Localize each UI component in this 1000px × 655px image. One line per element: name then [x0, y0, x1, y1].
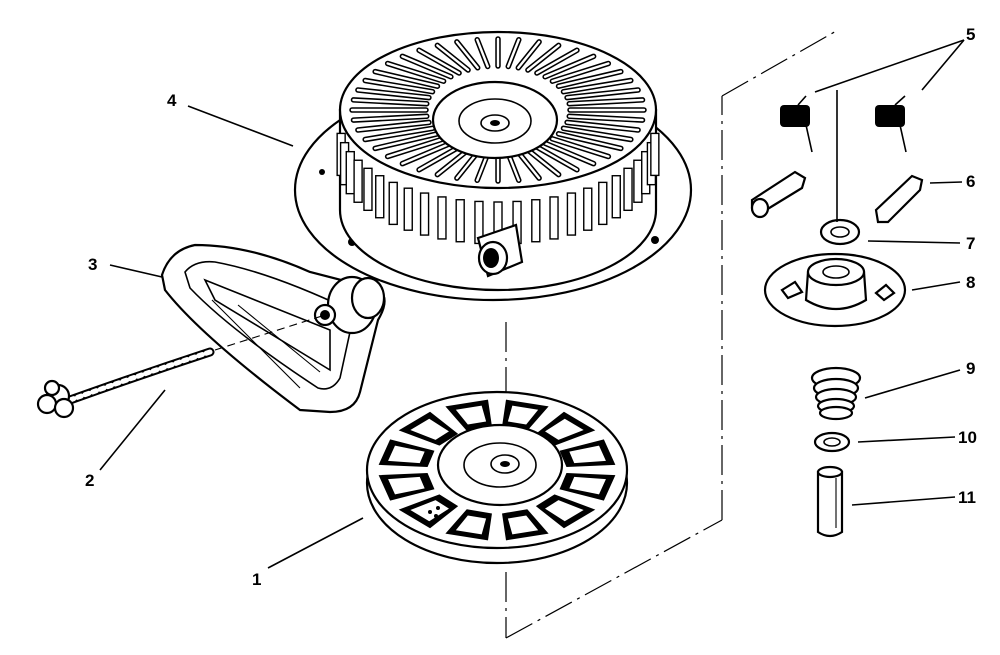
callout-9: 9	[966, 359, 975, 378]
washer-lower	[813, 431, 851, 453]
brake-spring	[810, 366, 862, 421]
spring-left	[780, 95, 813, 153]
callout-6: 6	[966, 172, 975, 191]
leader-lines	[99, 39, 965, 569]
callout-2: 2	[85, 471, 94, 490]
pulley-spokes	[378, 399, 616, 541]
starter-pawls	[750, 170, 924, 224]
callout-7: 7	[966, 234, 975, 253]
callout-4: 4	[167, 91, 177, 110]
starter-housing	[293, 30, 693, 302]
starter-handle	[160, 243, 386, 414]
callout-labels: 1 2 3 4 5 6 7 8 9 10 11	[85, 25, 977, 589]
callout-1: 1	[252, 570, 261, 589]
callout-11: 11	[958, 488, 976, 507]
housing-side-vents	[336, 132, 660, 245]
pawl-springs	[780, 95, 907, 153]
callout-3: 3	[88, 255, 97, 274]
center-pin	[816, 465, 844, 538]
starter-rope	[36, 347, 215, 419]
rope-pulley	[365, 390, 629, 565]
callout-10: 10	[958, 428, 977, 447]
callout-5: 5	[966, 25, 975, 44]
housing-top-vents	[349, 36, 647, 184]
washer-upper	[819, 218, 861, 246]
callout-8: 8	[966, 273, 975, 292]
spring-right	[875, 95, 907, 153]
cam-plate	[763, 252, 907, 328]
